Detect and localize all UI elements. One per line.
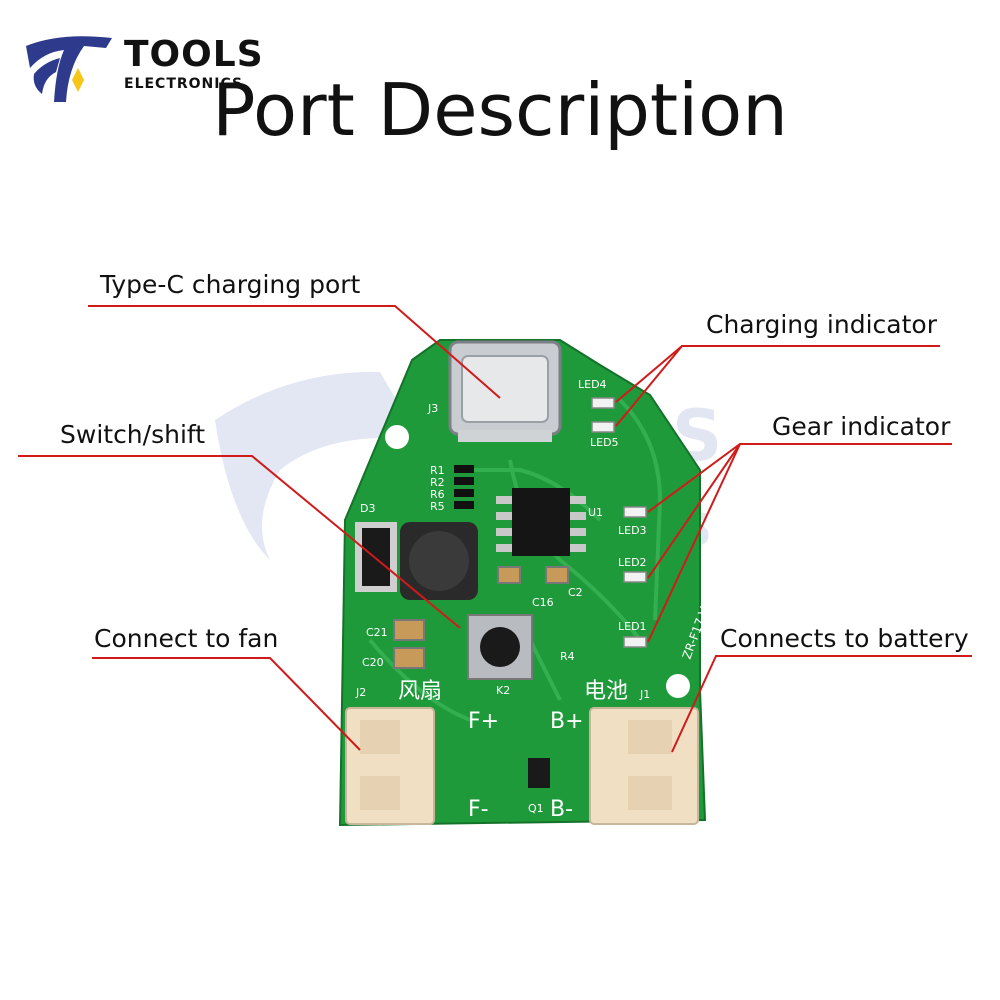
fan-connector bbox=[345, 707, 435, 825]
label-f-minus: F- bbox=[468, 797, 489, 822]
ic-u1 bbox=[496, 488, 586, 556]
diode-d3 bbox=[355, 522, 397, 592]
label-led1: LED1 bbox=[618, 620, 647, 633]
label-c16: C16 bbox=[532, 596, 554, 609]
label-r6: R6 bbox=[430, 488, 445, 501]
brand-name: TOOLS bbox=[124, 34, 264, 75]
mosfet-q1 bbox=[528, 758, 550, 788]
label-j2: J2 bbox=[355, 686, 366, 699]
leds bbox=[591, 397, 647, 648]
label-r4: R4 bbox=[560, 650, 575, 663]
capacitors bbox=[393, 566, 569, 669]
label-k2: K2 bbox=[496, 684, 510, 697]
mounting-hole bbox=[666, 674, 690, 698]
mounting-hole bbox=[385, 425, 409, 449]
pcb-board bbox=[338, 339, 707, 827]
label-u1: U1 bbox=[588, 506, 603, 519]
callout-battery: Connects to battery bbox=[720, 624, 969, 653]
label-f-plus: F+ bbox=[468, 709, 499, 734]
label-q1: Q1 bbox=[528, 802, 544, 815]
brand-logo: TOOLS ELECTRONICS bbox=[20, 28, 263, 108]
callout-switch: Switch/shift bbox=[60, 420, 206, 449]
usb-c-port bbox=[448, 340, 562, 442]
label-c2: C2 bbox=[568, 586, 583, 599]
label-d3: D3 bbox=[360, 502, 375, 515]
silkscreen: J3 LED4 LED5 LED3 LED2 LED1 U1 D3 R1 R2 … bbox=[355, 378, 650, 815]
label-r2: R2 bbox=[430, 476, 445, 489]
inductor bbox=[400, 522, 478, 600]
label-led3: LED3 bbox=[618, 524, 647, 537]
silkscreen-large: 风扇 电池 F+ F- B+ B- bbox=[398, 679, 628, 822]
callout-fan: Connect to fan bbox=[94, 624, 279, 653]
callout-type-c-port: Type-C charging port bbox=[100, 270, 361, 299]
callout-charging-indicator: Charging indicator bbox=[706, 310, 937, 339]
label-battery-cn: 电池 bbox=[584, 679, 628, 704]
label-j1: J1 bbox=[639, 688, 650, 701]
label-led5: LED5 bbox=[590, 436, 619, 449]
brand-logo-mark bbox=[26, 36, 112, 103]
label-b-minus: B- bbox=[550, 797, 573, 822]
brand-subtitle: ELECTRONICS bbox=[124, 76, 244, 92]
label-c21: C21 bbox=[366, 626, 388, 639]
label-b-plus: B+ bbox=[550, 709, 584, 734]
label-r1: R1 bbox=[430, 464, 445, 477]
label-c20: C20 bbox=[362, 656, 384, 669]
tactile-switch bbox=[467, 614, 533, 680]
battery-connector bbox=[589, 707, 699, 825]
label-led2: LED2 bbox=[618, 556, 647, 569]
label-fan-cn: 风扇 bbox=[398, 679, 442, 704]
label-led4: LED4 bbox=[578, 378, 607, 391]
label-r5: R5 bbox=[430, 500, 445, 513]
resistor-array bbox=[454, 465, 474, 509]
callout-gear-indicator: Gear indicator bbox=[772, 412, 951, 441]
label-j3: J3 bbox=[427, 402, 438, 415]
callout-lines bbox=[18, 305, 972, 753]
page-title: Port Description bbox=[212, 68, 788, 152]
